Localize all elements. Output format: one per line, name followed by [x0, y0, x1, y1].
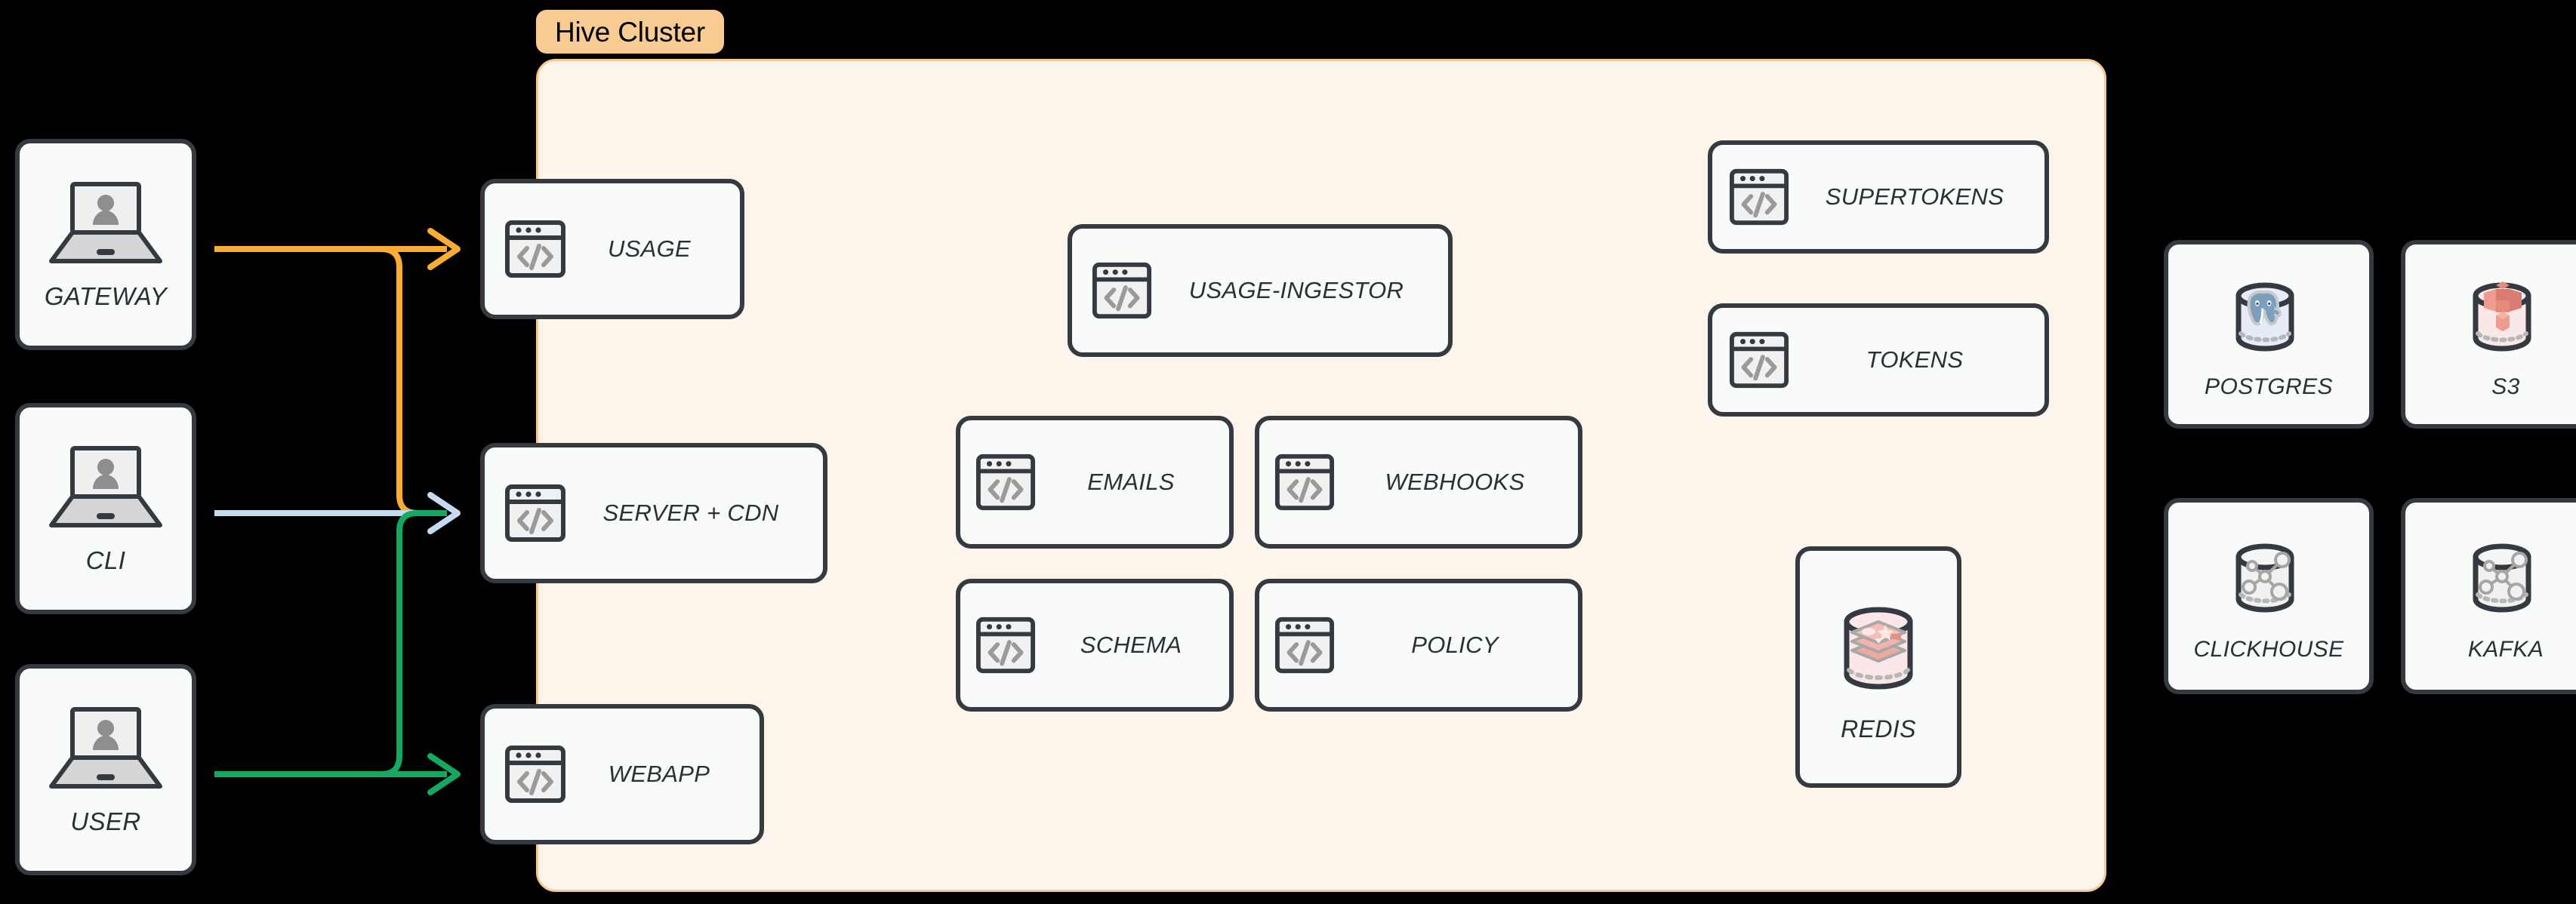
edge-cli-to-server-cdn — [214, 492, 461, 534]
client-label: GATEWAY — [44, 282, 168, 310]
client-label: CLI — [85, 546, 126, 574]
service-label: WEBAPP — [608, 761, 710, 787]
client-label: USER — [70, 807, 141, 835]
code-window-icon — [498, 218, 572, 280]
redis-cylinder-icon — [1822, 592, 1935, 705]
service-label: SUPERTOKENS — [1825, 183, 2004, 210]
datastore-node-clickhouse[interactable]: CLICKHOUSE — [2164, 498, 2374, 694]
code-window-icon — [1086, 260, 1158, 321]
edge-user-to-server-cdn — [214, 510, 447, 777]
service-label: USAGE-INGESTOR — [1188, 277, 1404, 303]
service-node-webapp[interactable]: WEBAPP — [480, 704, 764, 844]
code-window-icon — [969, 452, 1042, 512]
code-window-icon — [1723, 330, 1795, 390]
code-window-icon — [1268, 615, 1341, 675]
datastore-label: KAFKA — [2467, 637, 2544, 662]
edge-user-to-webapp — [214, 753, 461, 795]
service-node-usage[interactable]: USAGE — [480, 179, 744, 319]
client-node-gateway[interactable]: GATEWAY — [15, 139, 196, 350]
code-window-icon — [498, 743, 572, 805]
datastore-label: CLICKHOUSE — [2193, 637, 2344, 662]
service-label: SCHEMA — [1080, 632, 1182, 658]
code-window-icon — [969, 615, 1042, 675]
hive-cluster-badge: Hive Cluster — [536, 10, 724, 54]
service-node-tokens[interactable]: TOKENS — [1708, 303, 2049, 417]
code-window-icon — [1723, 167, 1795, 227]
service-label: SERVER + CDN — [602, 500, 779, 526]
laptop-user-icon — [45, 178, 166, 272]
datastore-label: POSTGRES — [2205, 374, 2333, 399]
postgres-cylinder-icon — [2216, 269, 2322, 367]
service-node-webhooks[interactable]: WEBHOOKS — [1255, 416, 1582, 549]
s3-cylinder-icon — [2453, 269, 2559, 367]
datastore-node-kafka[interactable]: KAFKA — [2401, 498, 2576, 694]
laptop-user-icon — [45, 703, 166, 797]
code-window-icon — [498, 482, 572, 544]
datastore-label: REDIS — [1841, 715, 1916, 743]
laptop-user-icon — [45, 442, 166, 536]
service-label: EMAILS — [1087, 469, 1175, 495]
client-node-cli[interactable]: CLI — [15, 403, 196, 614]
service-node-emails[interactable]: EMAILS — [956, 416, 1234, 549]
service-label: WEBHOOKS — [1385, 469, 1525, 495]
edge-gateway-to-server-cdn — [214, 246, 447, 516]
datastore-node-postgres[interactable]: POSTGRES — [2164, 240, 2374, 429]
service-node-server-cdn[interactable]: SERVER + CDN — [480, 443, 827, 583]
nodegraph-cylinder-icon — [2453, 530, 2559, 628]
nodegraph-cylinder-icon — [2216, 530, 2322, 628]
code-window-icon — [1268, 452, 1341, 512]
service-node-policy[interactable]: POLICY — [1255, 579, 1582, 712]
edge-gateway-to-usage — [214, 228, 461, 270]
service-label: TOKENS — [1866, 346, 1964, 373]
datastore-node-s3[interactable]: S3 — [2401, 240, 2576, 429]
service-node-usage-ingestor[interactable]: USAGE-INGESTOR — [1068, 224, 1453, 357]
service-label: USAGE — [607, 235, 692, 262]
service-node-schema[interactable]: SCHEMA — [956, 579, 1234, 712]
service-label: POLICY — [1411, 632, 1499, 658]
client-node-user[interactable]: USER — [15, 664, 196, 875]
datastore-node-redis[interactable]: REDIS — [1795, 546, 1961, 788]
datastore-label: S3 — [2491, 374, 2520, 399]
service-node-supertokens[interactable]: SUPERTOKENS — [1708, 140, 2049, 254]
